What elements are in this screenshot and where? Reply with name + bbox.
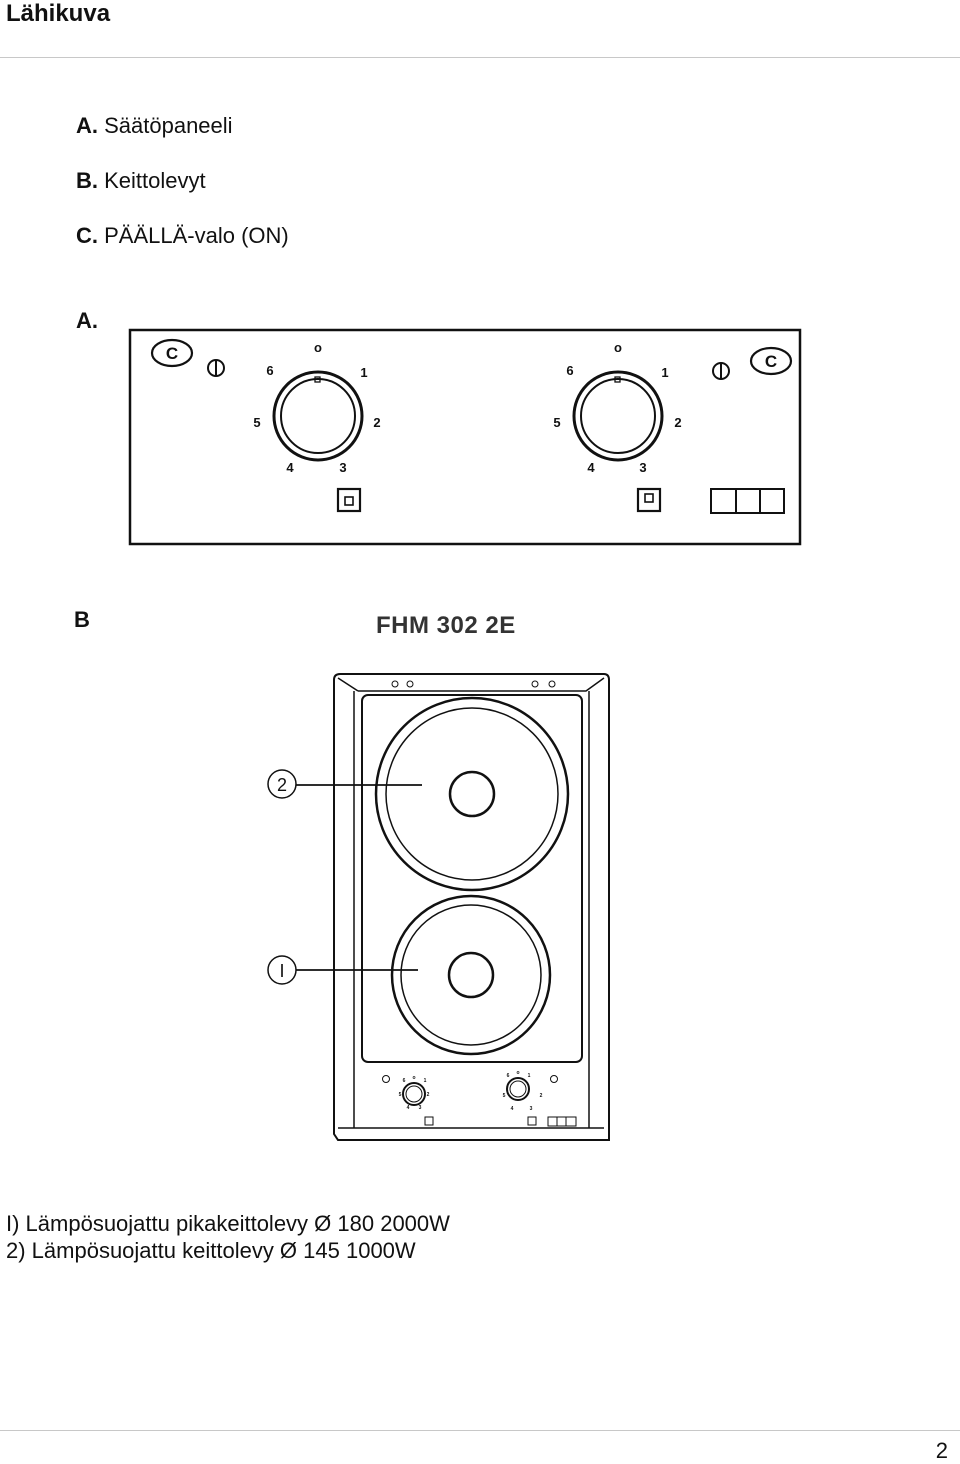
svg-text:2: 2 <box>674 415 681 430</box>
legend-letter: C. <box>76 223 98 248</box>
knob-left-icon <box>272 370 364 462</box>
header-divider <box>0 57 960 58</box>
knob-right-icon <box>572 370 664 462</box>
svg-text:2: 2 <box>373 415 380 430</box>
rating-label-box <box>710 488 785 514</box>
svg-text:o: o <box>412 1075 415 1081</box>
section-label-a: A. <box>76 308 98 333</box>
svg-text:I: I <box>279 961 284 981</box>
svg-text:6: 6 <box>403 1078 406 1084</box>
svg-text:4: 4 <box>407 1105 410 1111</box>
legend-item-b: B. Keittolevyt <box>76 168 206 194</box>
legend-text: Säätöpaneeli <box>98 113 233 138</box>
svg-text:6: 6 <box>266 363 273 378</box>
legend-text: Keittolevyt <box>98 168 206 193</box>
svg-text:o: o <box>614 340 622 355</box>
hotplate-upper-icon <box>374 696 570 892</box>
hob-drawing: 2 I o 1 2 3 4 5 6 o 1 2 3 4 5 6 <box>267 673 610 1141</box>
svg-text:4: 4 <box>511 1106 514 1112</box>
svg-text:o: o <box>314 340 322 355</box>
cooking-surface <box>361 694 583 1063</box>
zone-indicator-right-icon <box>712 362 730 380</box>
svg-text:4: 4 <box>587 460 595 475</box>
svg-text:5: 5 <box>253 415 260 430</box>
knob-left-scale: o 1 2 3 4 5 6 <box>253 340 380 475</box>
svg-text:6: 6 <box>566 363 573 378</box>
page-number: 2 <box>935 1438 948 1463</box>
knob-right-scale: o 1 2 3 4 5 6 <box>553 340 681 475</box>
hob-mini-controls: o 1 2 3 4 5 6 o 1 2 3 4 5 6 <box>382 1070 577 1127</box>
legend-item-a: A. Säätöpaneeli <box>76 113 233 139</box>
svg-text:1: 1 <box>661 365 668 380</box>
footer-divider <box>0 1430 960 1431</box>
legend-text: PÄÄLLÄ-valo (ON) <box>98 223 289 248</box>
control-panel-outline <box>128 328 802 546</box>
svg-text:3: 3 <box>530 1106 533 1112</box>
svg-text:6: 6 <box>507 1073 510 1079</box>
callout-2: 2 <box>267 769 422 799</box>
page-title: Lähikuva <box>6 0 111 27</box>
svg-text:2: 2 <box>277 775 287 795</box>
svg-text:2: 2 <box>540 1093 543 1099</box>
svg-text:C: C <box>166 344 178 363</box>
svg-text:5: 5 <box>553 415 560 430</box>
legend-item-c: C. PÄÄLLÄ-valo (ON) <box>76 223 289 249</box>
svg-text:5: 5 <box>399 1092 402 1098</box>
caption-line-2: 2) Lämpösuojattu keittolevy Ø 145 1000W <box>6 1238 416 1263</box>
zone-indicator-left-icon <box>207 359 225 377</box>
svg-text:1: 1 <box>528 1073 531 1079</box>
screw-icons <box>391 680 556 688</box>
model-name: FHM 302 2E <box>376 612 516 639</box>
zone-symbol-left-icon <box>336 487 362 513</box>
legend-letter: B. <box>76 168 98 193</box>
svg-text:o: o <box>516 1070 519 1076</box>
svg-text:1: 1 <box>424 1078 427 1084</box>
svg-text:4: 4 <box>286 460 294 475</box>
legend-letter: A. <box>76 113 98 138</box>
control-panel-drawing: C o 1 2 3 4 5 6 o 1 2 3 4 5 6 <box>128 328 802 546</box>
svg-text:3: 3 <box>639 460 646 475</box>
svg-text:3: 3 <box>419 1105 422 1111</box>
zone-symbol-right-icon <box>636 487 662 513</box>
svg-text:1: 1 <box>360 365 367 380</box>
svg-text:C: C <box>765 352 777 371</box>
on-light-left-icon: C <box>150 338 194 368</box>
svg-text:5: 5 <box>503 1093 506 1099</box>
hotplate-lower-icon <box>390 894 552 1056</box>
svg-text:3: 3 <box>339 460 346 475</box>
on-light-right-icon: C <box>749 346 793 376</box>
svg-text:2: 2 <box>427 1092 430 1098</box>
section-label-b: B <box>74 607 90 632</box>
callout-1: I <box>267 955 418 985</box>
hob-frame <box>333 673 610 1141</box>
caption-line-1: I) Lämpösuojattu pikakeittolevy Ø 180 20… <box>6 1211 450 1236</box>
